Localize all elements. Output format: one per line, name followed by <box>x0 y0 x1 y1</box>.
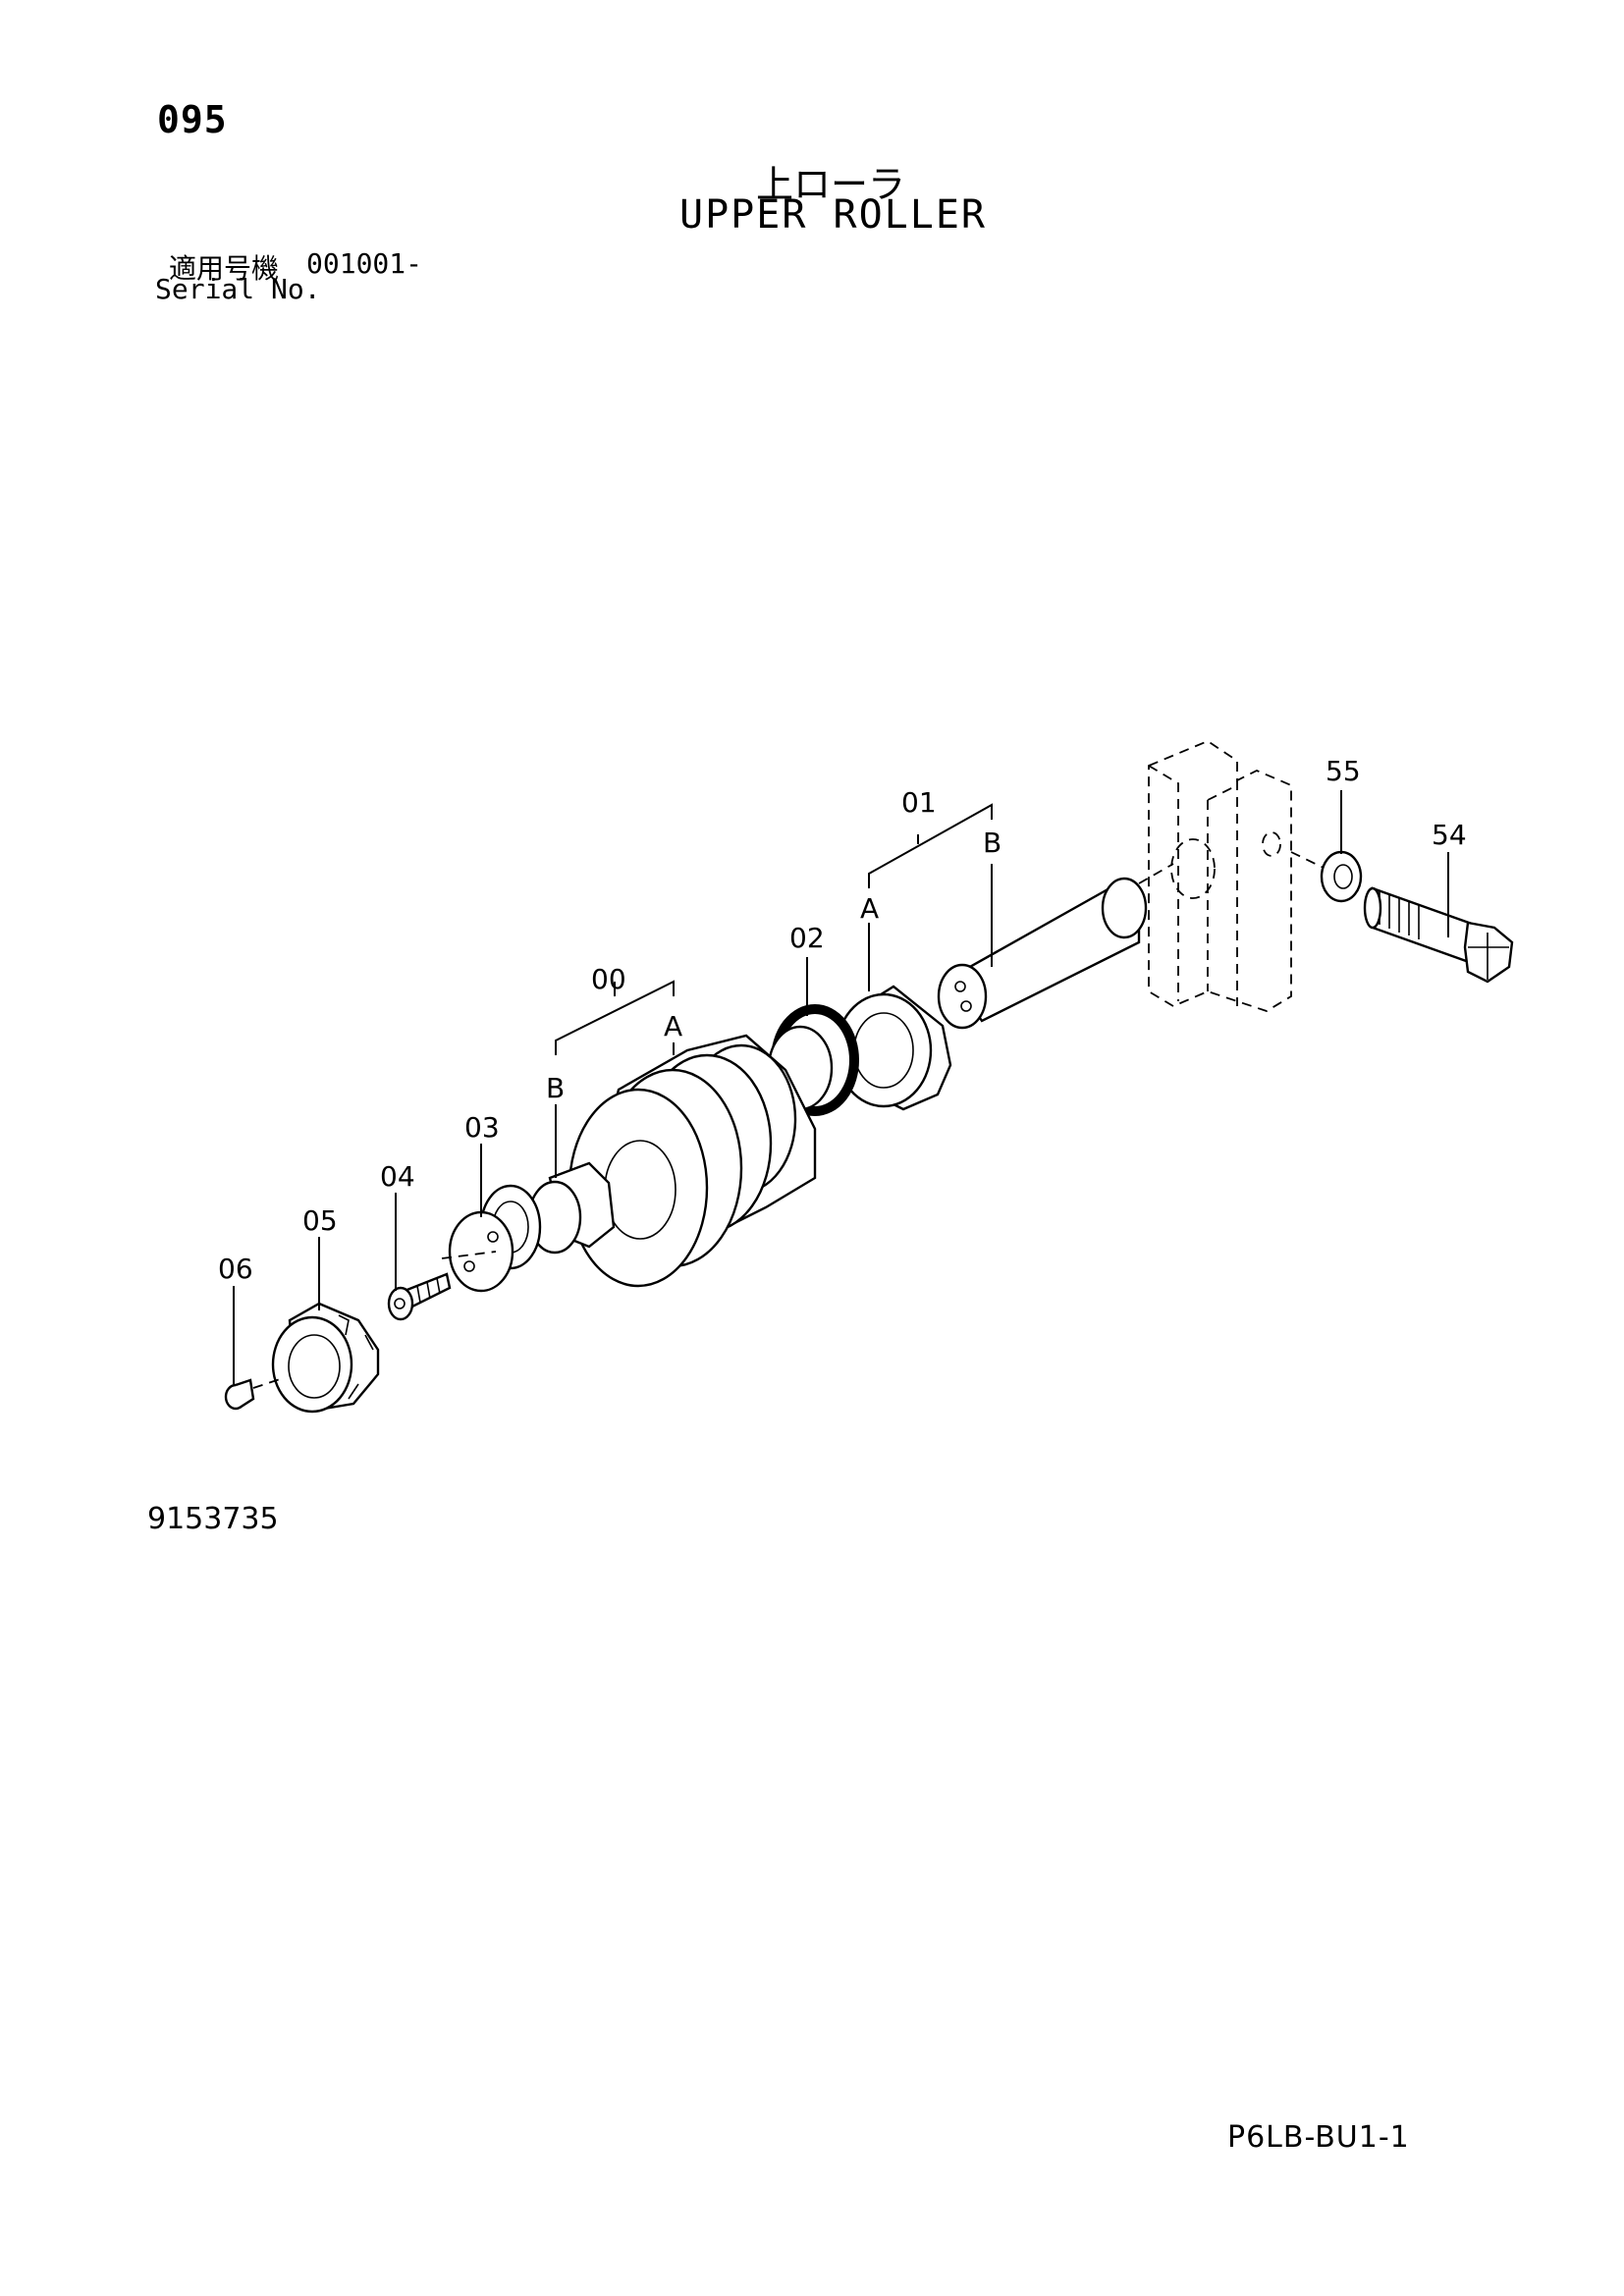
mounting-bracket-phantom <box>1138 739 1326 1012</box>
callout-leaders <box>233 790 1449 1384</box>
part-00a-roller-body <box>568 1034 817 1288</box>
part-55-washer <box>1320 850 1363 903</box>
callout-01-a: A <box>860 892 879 925</box>
part-04-socket-bolt <box>387 1272 452 1321</box>
callout-00: 00 <box>591 963 626 995</box>
part-05-cover <box>271 1302 380 1414</box>
callout-01-b: B <box>983 827 1001 859</box>
callout-01: 01 <box>901 786 937 819</box>
title-english: UPPER ROLLER <box>679 192 987 238</box>
callout-54: 54 <box>1432 819 1467 851</box>
callout-06: 06 <box>218 1253 253 1285</box>
serial-label-english: Serial No. <box>155 273 321 305</box>
sheet-code: P6LB-BU1-1 <box>1227 2120 1410 2155</box>
callout-00-b: B <box>546 1072 565 1104</box>
title-japanese: 上ローラ <box>756 163 906 206</box>
part-03-plate-disc <box>441 1210 514 1293</box>
serial-number-value: 001001- <box>306 247 423 280</box>
page-number: 095 <box>157 98 228 141</box>
part-02-floating-seal <box>767 1004 859 1116</box>
callout-03: 03 <box>464 1111 500 1144</box>
part-54-bolt <box>1363 886 1514 984</box>
part-01a-bushing <box>835 985 952 1111</box>
part-06-plug <box>224 1378 281 1411</box>
part-01-pin <box>937 877 1148 1030</box>
drawing-code: 9153735 <box>147 1502 279 1536</box>
serial-label-japanese: 適用号機 <box>169 252 280 285</box>
callout-02: 02 <box>789 922 825 954</box>
callout-55: 55 <box>1326 755 1361 787</box>
callout-00-a: A <box>664 1010 682 1042</box>
callout-04: 04 <box>380 1160 415 1193</box>
part-00b-bushing <box>527 1161 616 1255</box>
callout-05: 05 <box>302 1204 338 1237</box>
